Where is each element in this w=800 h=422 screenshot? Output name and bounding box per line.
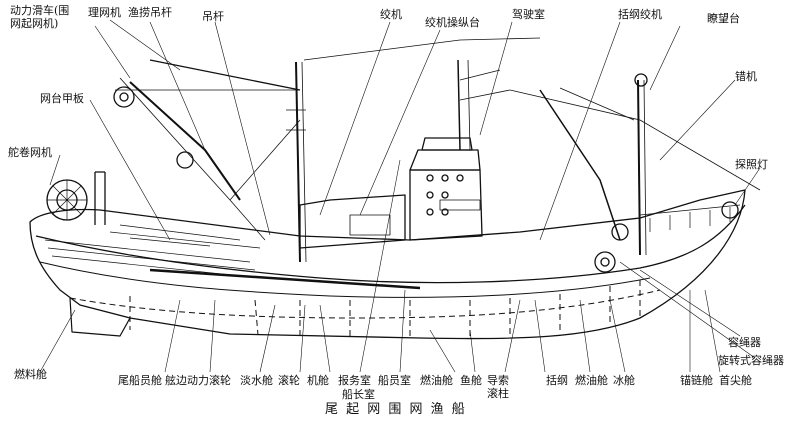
label-ice-hold: 冰舱 bbox=[613, 374, 635, 387]
derrick-line bbox=[229, 119, 301, 241]
pointer-lines bbox=[39, 19, 761, 373]
label-captain-room: 船长室 bbox=[342, 388, 375, 401]
label-chain-locker: 锚链舱 bbox=[680, 374, 713, 387]
diagram-caption: 尾 起 网 围 网 渔 船 bbox=[325, 402, 467, 417]
label-net-handler: 理网机 bbox=[88, 6, 121, 19]
fishing-boom bbox=[113, 77, 241, 201]
label-fore-peak: 首尖舱 bbox=[719, 374, 752, 387]
label-anchor-winch: 错机 bbox=[735, 70, 757, 83]
label-purse-line: 括纲 bbox=[546, 374, 568, 387]
label-fish-hold: 鱼舱 bbox=[460, 374, 482, 387]
label-roller: 滚轮 bbox=[278, 374, 300, 387]
label-fresh-water: 淡水舱 bbox=[240, 374, 273, 387]
label-searchlight: 探照灯 bbox=[735, 158, 768, 171]
label-side-roller: 舷边动力滚轮 bbox=[165, 374, 231, 387]
label-winch: 绞机 bbox=[380, 8, 402, 21]
label-winch-console: 绞机操纵台 bbox=[425, 16, 480, 29]
label-ring-container: 容绳器 bbox=[728, 336, 761, 349]
label-engine-room: 机舱 bbox=[307, 374, 329, 387]
label-fuel-tank: 燃料舱 bbox=[14, 368, 47, 381]
waterline bbox=[69, 289, 661, 319]
label-fuel-tank-3: 燃油舱 bbox=[575, 374, 608, 387]
label-fuel-tank-2: 燃油舱 bbox=[420, 374, 453, 387]
label-derrick: 吊杆 bbox=[202, 10, 224, 23]
keel bbox=[69, 297, 131, 337]
power-block bbox=[113, 86, 135, 108]
label-lookout: 瞭望台 bbox=[707, 12, 740, 25]
label-net-drum: 舵卷网机 bbox=[8, 146, 52, 159]
stern-post bbox=[94, 171, 106, 225]
label-crew-room: 船员室 bbox=[378, 374, 411, 387]
label-radio-room: 报务室 bbox=[338, 374, 371, 387]
side-roller bbox=[149, 268, 421, 290]
label-net-deck: 网台甲板 bbox=[40, 92, 84, 105]
label-purse-winch: 括纲绞机 bbox=[618, 8, 662, 21]
label-fishing-boom: 渔捞吊杆 bbox=[128, 6, 172, 19]
superstructure bbox=[299, 137, 483, 249]
fore-mast bbox=[509, 73, 761, 256]
label-crew-quarters-aft: 尾船员舱 bbox=[118, 374, 162, 387]
wheelhouse-mast bbox=[457, 59, 511, 151]
label-rotary-container: 旋转式容绳器 bbox=[718, 354, 784, 367]
label-wheelhouse: 驾驶室 bbox=[512, 8, 545, 21]
searchlight bbox=[721, 201, 739, 219]
hull-outline bbox=[29, 189, 746, 340]
main-mast bbox=[115, 37, 541, 263]
label-guide-roller: 导索 滚柱 bbox=[487, 374, 509, 400]
label-power-block: 动力滑车(围 网起网机) bbox=[10, 4, 70, 30]
sheer-line bbox=[39, 261, 651, 298]
